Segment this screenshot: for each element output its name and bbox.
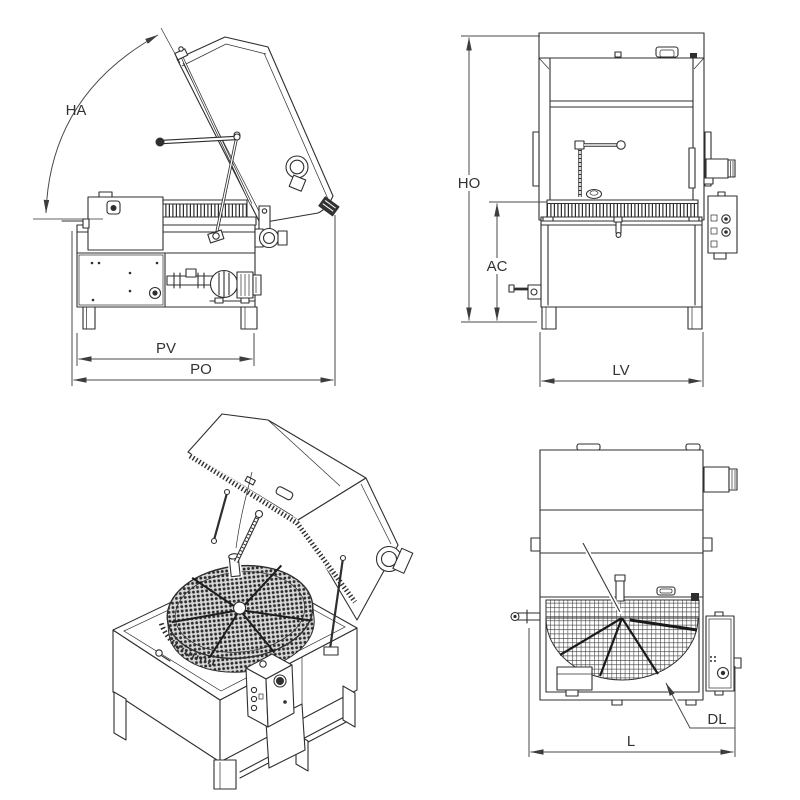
front-control-panel xyxy=(707,191,738,260)
top-view: DL L xyxy=(510,443,742,757)
panel-buttons xyxy=(250,686,287,712)
front-view: HO AC LV xyxy=(455,32,738,387)
hood-handle-icon xyxy=(655,46,679,58)
iso-control-panel xyxy=(245,653,306,769)
top-view-machine xyxy=(510,443,742,706)
top-control-panel xyxy=(705,611,742,696)
dim-label-dl: DL xyxy=(707,711,726,728)
top-basket-mesh xyxy=(545,599,700,681)
ball-valve xyxy=(508,284,542,300)
front-hood xyxy=(532,32,712,221)
gas-strut xyxy=(207,131,241,244)
dimension-ha-arc xyxy=(43,34,159,214)
dim-label-ac: AC xyxy=(487,258,508,275)
side-lid-open xyxy=(176,36,340,224)
drain-knob-icon xyxy=(148,286,162,300)
estop-button-icon xyxy=(273,674,287,688)
side-view-dimensions: HA PV PO xyxy=(33,27,336,386)
lid-corner-spout xyxy=(318,196,340,217)
dim-label-po: PO xyxy=(190,361,212,378)
dim-label-lv: LV xyxy=(612,362,629,379)
front-view-machine xyxy=(508,32,738,330)
top-basket-spokes xyxy=(559,617,698,677)
top-motor xyxy=(703,466,738,493)
iso-struts xyxy=(210,488,347,656)
panel-button-icon xyxy=(721,227,731,237)
lid-vent-icon xyxy=(285,155,309,179)
isometric-view-lid-open xyxy=(112,413,414,790)
spray-wand xyxy=(574,140,626,200)
top-filter-box xyxy=(556,666,593,697)
top-valve xyxy=(510,609,541,624)
iso-lid-open xyxy=(187,413,414,621)
side-control-box xyxy=(82,191,164,251)
dim-label-ho: HO xyxy=(458,175,481,192)
side-view-lid-open: HA PV PO xyxy=(33,27,340,386)
panel-button-icon xyxy=(721,214,731,224)
dimension-dl-leader xyxy=(665,682,735,729)
basket-spokes xyxy=(171,564,312,658)
front-motor xyxy=(703,158,736,185)
drain-spigot-icon xyxy=(258,227,280,249)
door-screws xyxy=(90,261,159,302)
side-pump-motor xyxy=(166,268,262,304)
side-view-machine xyxy=(61,36,340,330)
dim-label-pv: PV xyxy=(156,340,176,357)
top-view-dimensions: DL L xyxy=(528,628,738,757)
front-view-dimensions: HO AC LV xyxy=(455,35,704,387)
front-tank xyxy=(540,216,703,330)
drive-gear-teeth xyxy=(158,621,215,666)
iso-lid-handle-icon xyxy=(275,486,294,501)
lid-support-rod xyxy=(174,46,253,205)
dim-label-l: L xyxy=(627,733,635,750)
dim-label-ha: HA xyxy=(66,102,87,119)
